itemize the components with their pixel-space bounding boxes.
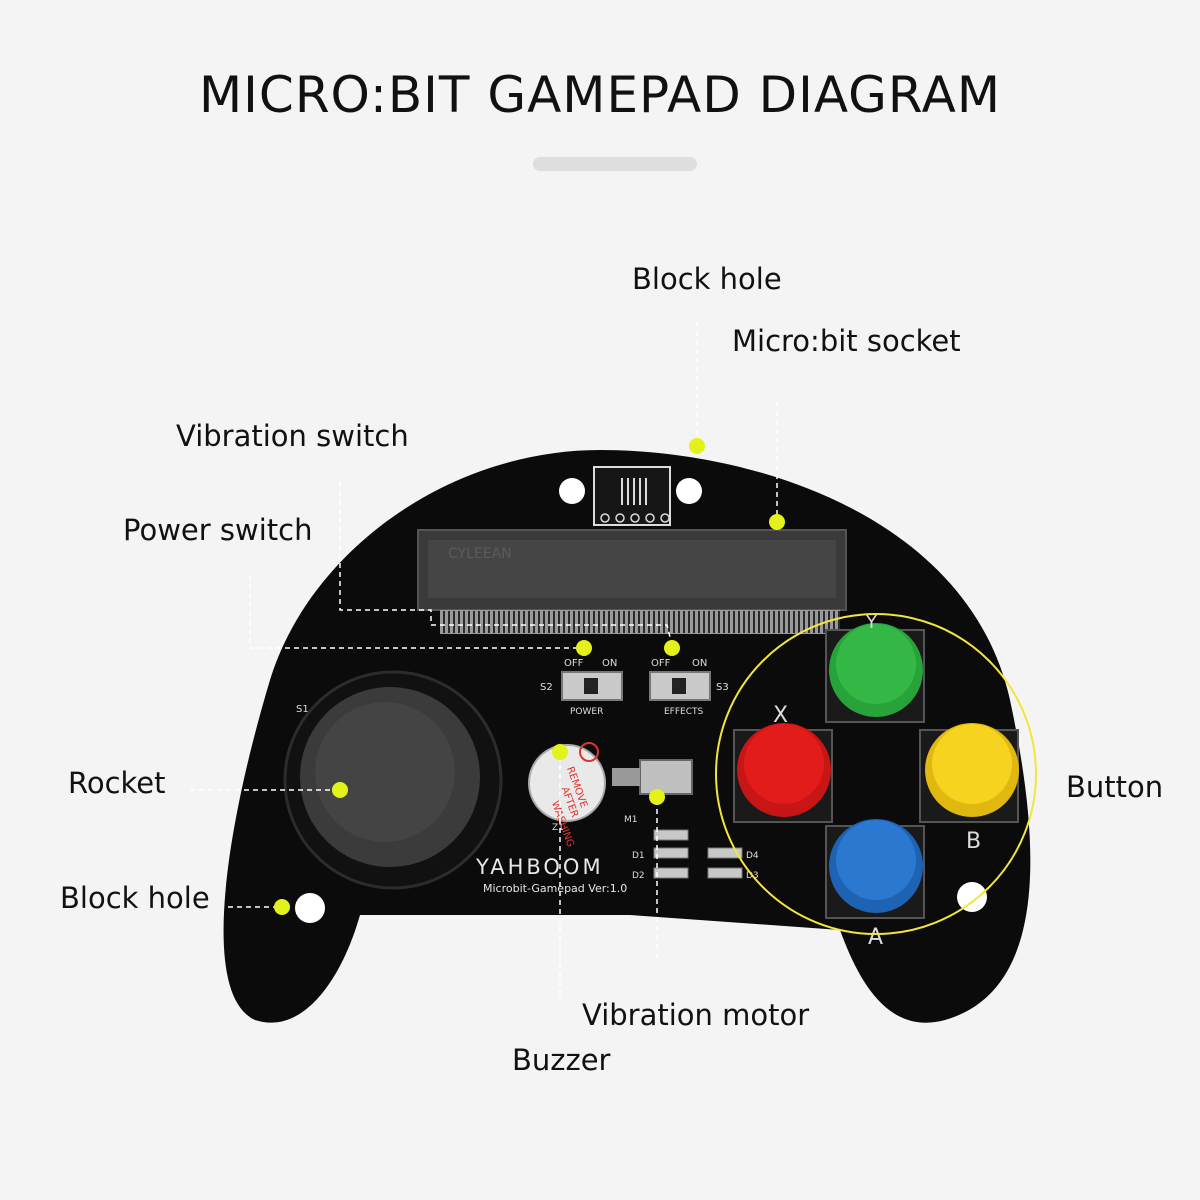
switch-power-off-label: OFF [564, 658, 584, 669]
microbit-socket-slot [428, 540, 836, 598]
socket-brand-text: CYLEEAN [448, 546, 512, 562]
marker-buzzer [552, 744, 568, 760]
pin-header [600, 513, 670, 523]
callout-block-hole-bottom: Block hole [60, 881, 210, 915]
callout-power-switch: Power switch [123, 513, 313, 547]
switch-effects-on-label: ON [692, 658, 707, 669]
page-title: MICRO:BIT GAMEPAD DIAGRAM [199, 66, 1001, 124]
marker-rocket [332, 782, 348, 798]
switch-power-name: POWER [570, 707, 603, 717]
motor-id: M1 [624, 815, 638, 825]
diode-label-d2: D2 [632, 871, 645, 881]
diodes [653, 829, 743, 879]
joystick-id: S1 [296, 704, 309, 715]
callout-button: Button [1066, 770, 1164, 804]
switch-effects-id: S3 [716, 682, 729, 693]
socket-pin-lines [443, 611, 840, 633]
button-a-cap [836, 820, 916, 900]
vibration-switch-knob [672, 678, 686, 694]
marker-dots [274, 438, 785, 915]
power-switch-knob [584, 678, 598, 694]
brand-logo: YAHBOOM [475, 855, 604, 879]
leader-lines [190, 322, 778, 1000]
callout-vibration-switch: Vibration switch [176, 419, 409, 453]
marker-block-hole-top [689, 438, 705, 454]
marker-power-switch [576, 640, 592, 656]
diode-label-d1: D1 [632, 851, 645, 861]
buzzer [528, 744, 606, 822]
diode-label-d4: D4 [746, 851, 759, 861]
vibration-motor-core [612, 768, 640, 786]
block-hole-bottom-right [957, 882, 987, 912]
block-hole-top-left [559, 478, 585, 504]
vibration-motor [639, 759, 693, 795]
callout-rocket: Rocket [68, 766, 166, 800]
button-b-letter: B [966, 829, 981, 854]
callout-microbit-socket: Micro:bit socket [732, 324, 961, 358]
button-y-cap [836, 624, 916, 704]
button-x-letter: X [773, 703, 788, 728]
block-hole-top-right [676, 478, 702, 504]
callout-buzzer: Buzzer [512, 1043, 611, 1077]
button-y-letter: Y [865, 612, 878, 633]
marker-vibration-motor [649, 789, 665, 805]
buzzer-id: Z1 [552, 823, 564, 833]
button-a-letter: A [868, 925, 883, 950]
marker-vibration-switch [664, 640, 680, 656]
callout-block-hole-top: Block hole [632, 262, 782, 296]
switch-effects-name: EFFECTS [664, 707, 704, 717]
switch-power-id: S2 [540, 682, 553, 693]
pin-header-pins [621, 478, 647, 505]
button-group [733, 623, 1019, 919]
block-hole-bottom-left [295, 893, 325, 923]
board-model: Microbit-Gamepad Ver:1.0 [483, 882, 627, 895]
button-highlight-ring [715, 613, 1037, 935]
marker-microbit-socket [769, 514, 785, 530]
joystick-top [315, 702, 455, 842]
title-underline [533, 157, 697, 171]
callout-vibration-motor: Vibration motor [582, 998, 810, 1032]
button-b-cap [932, 724, 1012, 804]
switch-power-on-label: ON [602, 658, 617, 669]
switch-effects-off-label: OFF [651, 658, 671, 669]
buzzer-plus-icon [579, 742, 599, 762]
button-x-cap [744, 724, 824, 804]
marker-block-hole-bottom [274, 899, 290, 915]
